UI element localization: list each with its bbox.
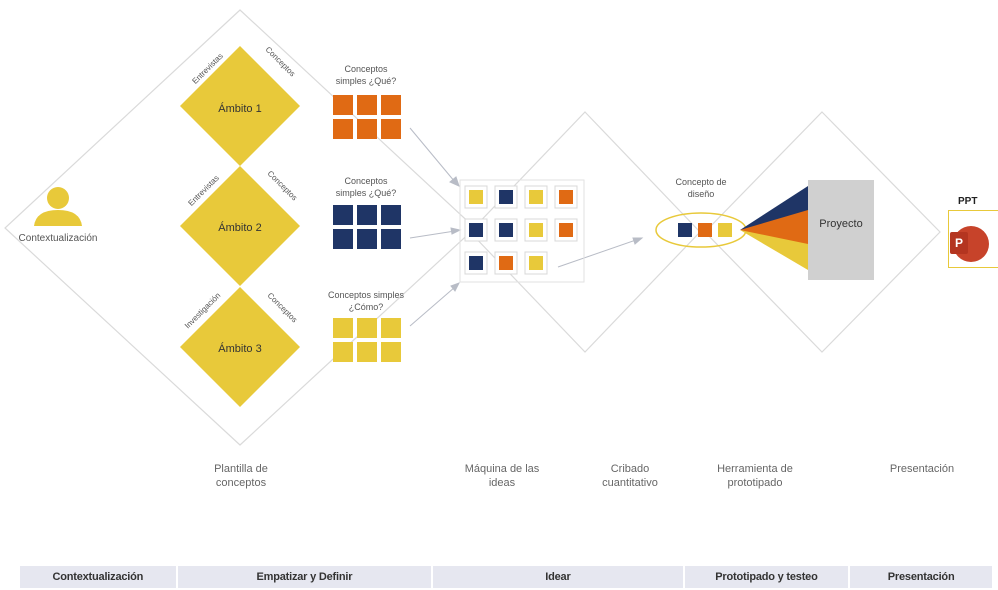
beam-rays [740,186,808,270]
concept-square-2 [381,205,401,225]
phase-presentacion: Presentación [850,566,992,588]
concepts-title-1: Conceptos simples ¿Qué? [335,64,397,86]
concept-square-2 [333,229,353,249]
idea-square [469,223,483,237]
phase-contextualizacion: Contextualización [20,566,178,588]
concept-square-1 [381,119,401,139]
outline-diamond-prototype [704,111,941,353]
ambito-2-label: Ámbito 2 [218,222,262,234]
stage-presentacion: Presentación [889,463,955,475]
person-label: Contextualización [18,233,98,244]
person-icon [34,187,82,226]
stage-cribado: Cribado cuantitativo [602,463,658,489]
arrows [409,127,644,327]
design-concept-square [678,223,692,237]
ppt-title: PPT [958,196,978,207]
idea-square [529,223,543,237]
phase-bar: Contextualización Empatizar y Definir Id… [20,566,992,588]
concept-square-3 [381,342,401,362]
concept-square-2 [357,229,377,249]
idea-square [469,256,483,270]
phase-prototipado: Prototipado y testeo [684,566,851,588]
stage-herramienta: Herramienta de prototipado [717,463,793,489]
concept-square-1 [357,95,377,115]
concept-square-3 [333,318,353,338]
powerpoint-letter: P [950,232,968,254]
concept-square-3 [357,318,377,338]
project-label: Proyecto [819,218,863,230]
ambito-1-label: Ámbito 1 [218,103,262,115]
design-concept-square [698,223,712,237]
concept-square-1 [381,95,401,115]
concept-square-2 [381,229,401,249]
design-concept-label: Concepto de diseño [675,177,727,199]
ambito-2-diamond [180,166,300,286]
design-concept-square [718,223,732,237]
stage-maquina: Máquina de las ideas [464,463,540,489]
idea-square [559,190,573,204]
idea-square [499,190,513,204]
outline-diamond-empathize [4,9,476,446]
idea-square [469,190,483,204]
ambito-1-diamond [180,46,300,166]
idea-square [529,190,543,204]
project-block [808,180,874,280]
concept-square-3 [381,318,401,338]
concept-square-1 [333,95,353,115]
concept-square-3 [333,342,353,362]
ambito-3-diamond [180,287,300,407]
phase-idear: Idear [433,566,685,588]
stage-plantilla: Plantilla de conceptos [214,463,268,489]
concept-square-1 [357,119,377,139]
concept-square-2 [333,205,353,225]
ambito-3-label: Ámbito 3 [218,343,262,355]
idea-square [529,256,543,270]
idea-machine-frame [459,179,585,283]
phase-empatizar-definir: Empatizar y Definir [177,566,434,588]
concept-square-2 [357,205,377,225]
concept-square-3 [357,342,377,362]
concepts-title-3: Conceptos simples ¿Cómo? [327,290,405,312]
idea-square [559,223,573,237]
idea-square [499,223,513,237]
idea-square [499,256,513,270]
concept-square-1 [333,119,353,139]
concepts-title-2: Conceptos simples ¿Qué? [335,176,397,198]
